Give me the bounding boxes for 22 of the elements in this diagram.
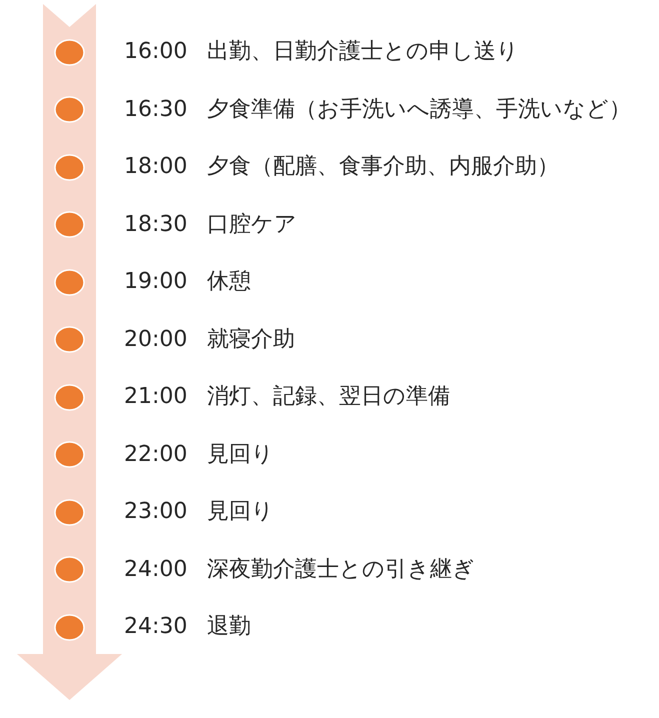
activity-label: 深夜勤介護士との引き継ぎ [207, 556, 475, 584]
time-label: 23:00 [124, 498, 188, 526]
activity-label: 消灯、記録、翌日の準備 [207, 383, 450, 411]
activity-label: 夕食（配膳、食事介助、内服介助） [207, 153, 559, 181]
time-label: 24:30 [124, 613, 188, 641]
time-label: 18:00 [124, 153, 188, 181]
time-label: 16:00 [124, 38, 188, 66]
activity-label: 出勤、日勤介護士との申し送り [207, 38, 519, 66]
activity-label: 見回り [207, 440, 274, 468]
activity-label: 退勤 [207, 613, 251, 641]
time-label: 22:00 [124, 440, 188, 468]
time-label: 24:00 [124, 556, 188, 584]
time-label: 20:00 [124, 326, 188, 354]
activity-label: 夕食準備（お手洗いへ誘導、手洗いなど） [207, 96, 631, 124]
time-label: 21:00 [124, 383, 188, 411]
time-label: 19:00 [124, 268, 188, 296]
activity-label: 見回り [207, 498, 274, 526]
activity-label: 休憩 [207, 268, 251, 296]
activity-label: 口腔ケア [207, 210, 297, 238]
time-label: 16:30 [124, 96, 188, 124]
activity-label: 就寝介助 [207, 326, 295, 354]
time-label: 18:30 [124, 210, 188, 238]
